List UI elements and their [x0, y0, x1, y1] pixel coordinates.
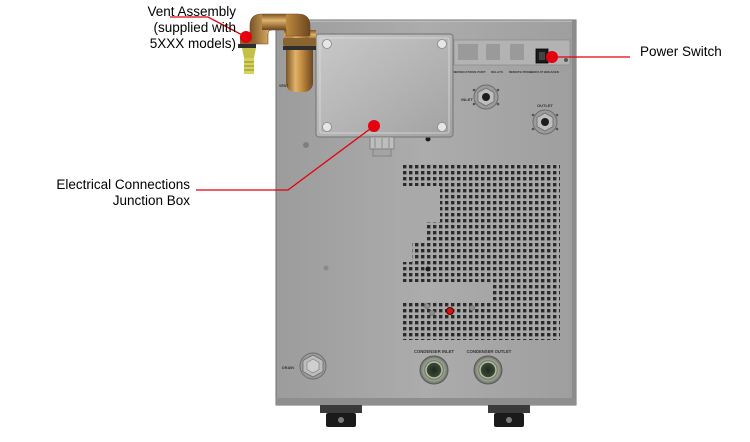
drain-fitting [299, 352, 327, 380]
grille-solid-notch [402, 186, 440, 262]
power-switch-leader-dot [546, 51, 558, 63]
indicator-socket [429, 310, 435, 316]
junction-box [315, 33, 454, 138]
strip-label-circuit-breaker: CIRCUIT BREAKER [531, 70, 560, 74]
vent-assembly-leader-dot [240, 31, 252, 43]
indicator-socket [469, 305, 475, 311]
left-caster [320, 405, 362, 427]
inlet-label: INLET [461, 97, 473, 102]
vent-assembly [238, 13, 316, 92]
panel-screw [323, 265, 329, 271]
vent-label: VENT [279, 84, 289, 88]
panel-screw [303, 142, 309, 148]
strip-label-relays: RELAYS [491, 70, 503, 74]
cable-gland [369, 136, 395, 157]
right-caster [488, 405, 530, 427]
condenser-outlet-port [473, 355, 503, 385]
indicator-socket [424, 303, 430, 309]
drain-label: DRAIN [282, 366, 294, 370]
junction-box-leader-dot [368, 120, 380, 132]
vent-assembly-leader-line [170, 16, 247, 38]
outlet-fitting [531, 109, 559, 135]
junction-box-leader-line [196, 125, 375, 191]
outlet-label: OUTLET [537, 103, 554, 108]
power-switch-callout: Power Switch [640, 44, 722, 59]
ventilation-grille [402, 164, 560, 340]
panel-hole [425, 266, 431, 272]
condenser-outlet-label: CONDENSER OUTLET [467, 349, 512, 354]
status-indicator-light [446, 307, 454, 315]
strip-label-communications: COMMUNICATIONS PORT [448, 70, 485, 74]
strip-label-remote-probe: REMOTE PROBE [509, 70, 533, 74]
junction-box-callout: Electrical Connections Junction Box [56, 177, 190, 208]
condenser-inlet-port [419, 355, 449, 385]
inlet-fitting [472, 84, 500, 110]
panel-hole [425, 136, 431, 142]
vent-assembly-callout: Vent Assembly (supplied with 5XXX models… [147, 4, 236, 51]
condenser-inlet-label: CONDENSER INLET [414, 349, 454, 354]
